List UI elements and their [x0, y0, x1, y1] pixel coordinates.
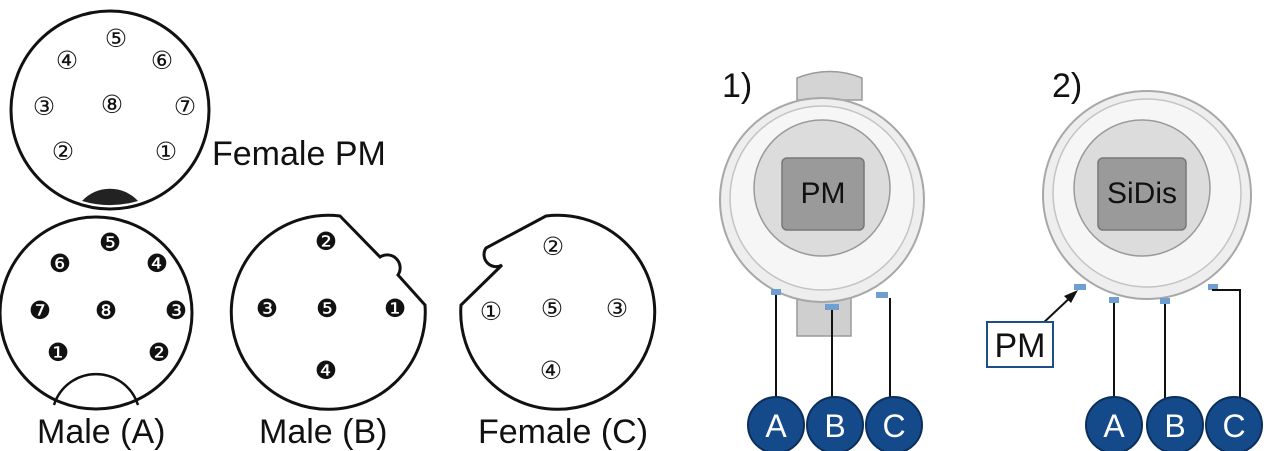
male-b-pin-1: ❶ — [384, 294, 406, 323]
device-2-badge-a-text: A — [1103, 408, 1125, 444]
female-pm-pin-3: ③ — [33, 92, 55, 121]
female-c-pin-4: ④ — [540, 356, 562, 385]
male-b-label: Male (B) — [259, 413, 387, 451]
device-1-display-text: PM — [801, 177, 846, 210]
device-1-badge-b-text: B — [824, 408, 845, 444]
device-1-port-a — [771, 289, 781, 295]
device-2-badge-b — [1146, 396, 1204, 451]
female-c-outline — [459, 213, 657, 411]
male-a-connector: ❺ ❻ ❹ ❼ ❽ ❸ ❶ ❷ Male (A) — [0, 215, 194, 451]
device-2-badge-a — [1085, 396, 1143, 451]
male-b-outline — [229, 213, 427, 411]
device-2-badge-b-text: B — [1164, 408, 1185, 444]
device-2-badge-c — [1205, 396, 1263, 451]
female-pm-label: Female PM — [212, 135, 386, 173]
male-a-pin-5: ❺ — [99, 228, 121, 257]
male-a-pin-8: ❽ — [95, 296, 117, 325]
device-1-top-gland — [796, 70, 863, 101]
female-pm-pin-2: ② — [52, 137, 74, 166]
device-1-badge-a-text: A — [765, 408, 787, 444]
device-2-port-a — [1109, 297, 1119, 303]
device-2-port-b — [1160, 298, 1170, 304]
device-2-pm-callout-text: PM — [995, 327, 1046, 365]
female-pm-pin-6: ⑥ — [151, 46, 173, 75]
device-1-number: 1) — [722, 67, 752, 105]
female-c-pin-2: ② — [542, 232, 564, 261]
female-pm-pin-5: ⑤ — [105, 24, 127, 53]
device-2-port-pm — [1074, 284, 1086, 290]
female-c-pin-5: ⑤ — [541, 294, 563, 323]
female-pm-key — [82, 188, 138, 206]
male-a-outline — [0, 215, 194, 411]
female-c-pin-1: ① — [480, 297, 502, 326]
device-2-badge-c-text: C — [1222, 408, 1245, 444]
female-c-connector: ② ① ⑤ ③ ④ Female (C) — [459, 213, 657, 451]
device-1-badge-a — [747, 396, 805, 451]
female-pm-connector: ⑤ ④ ⑥ ③ ⑧ ⑦ ② ① Female PM — [9, 9, 386, 211]
male-b-pin-5: ❺ — [316, 294, 338, 323]
female-pm-pin-4: ④ — [56, 46, 78, 75]
device-2-display — [1097, 157, 1187, 231]
female-pm-pin-1: ① — [155, 137, 177, 166]
male-a-key — [52, 372, 140, 406]
device-2: 2) SiDis PM A B C — [986, 67, 1263, 451]
device-2-display-text: SiDis — [1107, 177, 1177, 210]
male-a-pin-7: ❼ — [29, 296, 51, 325]
male-a-pin-6: ❻ — [49, 249, 71, 278]
male-a-pin-1: ❶ — [47, 338, 69, 367]
device-1-port-b — [825, 304, 839, 310]
device-1: 1) PM A B C — [719, 67, 925, 451]
device-1-port-c — [876, 292, 888, 298]
male-b-connector: ❷ ❸ ❺ ❶ ❹ Male (B) — [229, 213, 427, 451]
female-pm-pin-8: ⑧ — [101, 90, 123, 119]
device-1-badge-c-text: C — [882, 408, 905, 444]
device-2-leader-c — [1212, 289, 1241, 400]
male-b-pin-4: ❹ — [315, 356, 337, 385]
male-a-pin-2: ❷ — [148, 338, 170, 367]
female-pm-pin-7: ⑦ — [174, 92, 196, 121]
male-a-label: Male (A) — [37, 413, 165, 451]
device-2-number: 2) — [1052, 67, 1082, 105]
device-1-badge-c — [865, 396, 923, 451]
device-2-port-c — [1208, 284, 1218, 290]
male-b-pin-2: ❷ — [315, 227, 337, 256]
device-1-badge-b — [806, 396, 864, 451]
male-b-pin-3: ❸ — [256, 294, 278, 323]
male-a-pin-4: ❹ — [146, 249, 168, 278]
device-2-pm-arrow-head — [1064, 290, 1078, 303]
female-c-label: Female (C) — [478, 413, 648, 451]
female-pm-outline — [9, 9, 211, 211]
device-2-pm-callout — [986, 321, 1054, 368]
female-c-pin-3: ③ — [606, 294, 628, 323]
male-a-pin-3: ❸ — [165, 296, 187, 325]
device-1-display — [781, 157, 865, 231]
